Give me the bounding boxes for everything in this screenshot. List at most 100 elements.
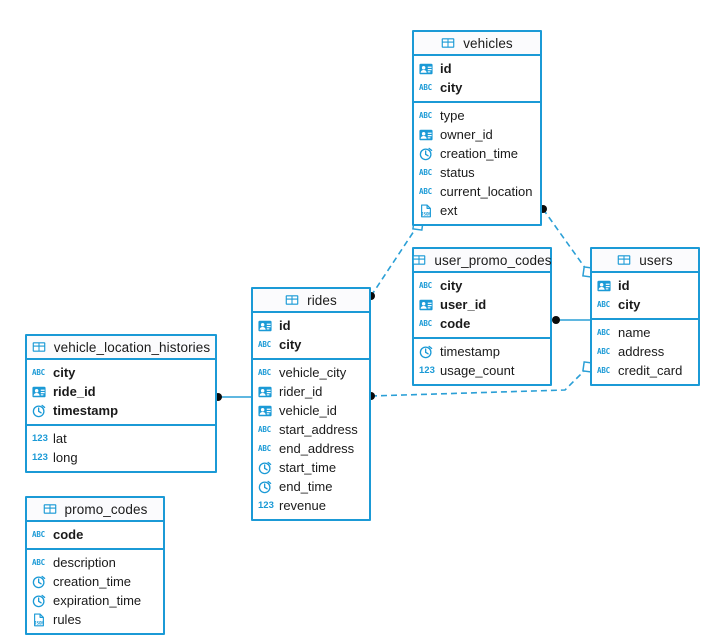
relationship-vlh-to-rides (214, 393, 251, 401)
abc-icon: ABC (419, 81, 435, 95)
column-name: id (618, 278, 630, 293)
table-grid-icon-glyph (441, 36, 455, 50)
column-name: ext (440, 203, 458, 218)
column-name: long (53, 450, 78, 465)
column-row[interactable]: start_time (253, 458, 369, 477)
column-row[interactable]: timestamp (414, 342, 550, 361)
column-name: usage_count (440, 363, 515, 378)
column-row[interactable]: id (253, 316, 369, 335)
column-row[interactable]: expiration_time (27, 591, 163, 610)
column-name: code (440, 316, 471, 331)
table-grid-icon (285, 293, 301, 307)
abc-icon: ABC (597, 326, 613, 340)
column-row[interactable]: owner_id (414, 125, 540, 144)
id-card-icon-glyph (419, 128, 433, 142)
column-name: ride_id (53, 384, 96, 399)
column-row[interactable]: user_id (414, 295, 550, 314)
clock-icon-glyph (32, 594, 46, 608)
column-name: lat (53, 431, 67, 446)
column-row[interactable]: timestamp (27, 401, 215, 420)
abc-icon: ABC (419, 185, 435, 199)
id-card-icon (419, 298, 435, 312)
relationship-upc-to-users (552, 316, 590, 324)
table-grid-icon (32, 340, 48, 354)
column-name: rider_id (279, 384, 323, 399)
abc-icon: ABC (597, 345, 613, 359)
abc-icon: ABC (419, 166, 435, 180)
json-file-icon-glyph: JSON (32, 612, 46, 627)
clock-icon (419, 345, 435, 359)
table-header-rides[interactable]: rides (253, 289, 369, 313)
table-header-users[interactable]: users (592, 249, 698, 273)
clock-icon-glyph (419, 147, 433, 161)
table-header-vehicle_location_histories[interactable]: vehicle_location_histories (27, 336, 215, 360)
column-name: creation_time (53, 574, 132, 589)
table-header-user_promo_codes[interactable]: user_promo_codes (412, 249, 551, 273)
table-grid-icon-glyph (32, 340, 46, 354)
clock-icon (258, 480, 274, 494)
column-row[interactable]: creation_time (414, 144, 540, 163)
abc-icon-glyph: ABC (258, 367, 271, 377)
column-name: type (440, 108, 465, 123)
column-row[interactable]: creation_time (27, 572, 163, 591)
column-row[interactable]: id (414, 59, 540, 78)
abc-icon-glyph: ABC (597, 346, 610, 356)
table-header-vehicles[interactable]: vehicles (414, 32, 540, 56)
id-card-icon (258, 404, 274, 418)
abc-icon: ABC (597, 364, 613, 378)
column-row[interactable]: ride_id (27, 382, 215, 401)
column-row[interactable]: end_time (253, 477, 369, 496)
table-grid-icon (412, 253, 428, 267)
column-name: city (279, 337, 302, 352)
abc-icon-glyph: ABC (258, 443, 271, 453)
clock-icon (419, 147, 435, 161)
column-row[interactable]: rider_id (253, 382, 369, 401)
123-icon: 123 (258, 499, 274, 513)
column-row[interactable]: vehicle_id (253, 401, 369, 420)
abc-icon: ABC (597, 298, 613, 312)
column-row[interactable]: id (592, 276, 698, 295)
id-card-icon-glyph (258, 404, 272, 418)
column-name: user_id (440, 297, 487, 312)
column-name: expiration_time (53, 593, 142, 608)
id-card-icon-glyph (32, 385, 46, 399)
abc-icon: ABC (258, 423, 274, 437)
id-card-icon (419, 128, 435, 142)
column-name: vehicle_id (279, 403, 337, 418)
table-header-promo_codes[interactable]: promo_codes (27, 498, 163, 522)
